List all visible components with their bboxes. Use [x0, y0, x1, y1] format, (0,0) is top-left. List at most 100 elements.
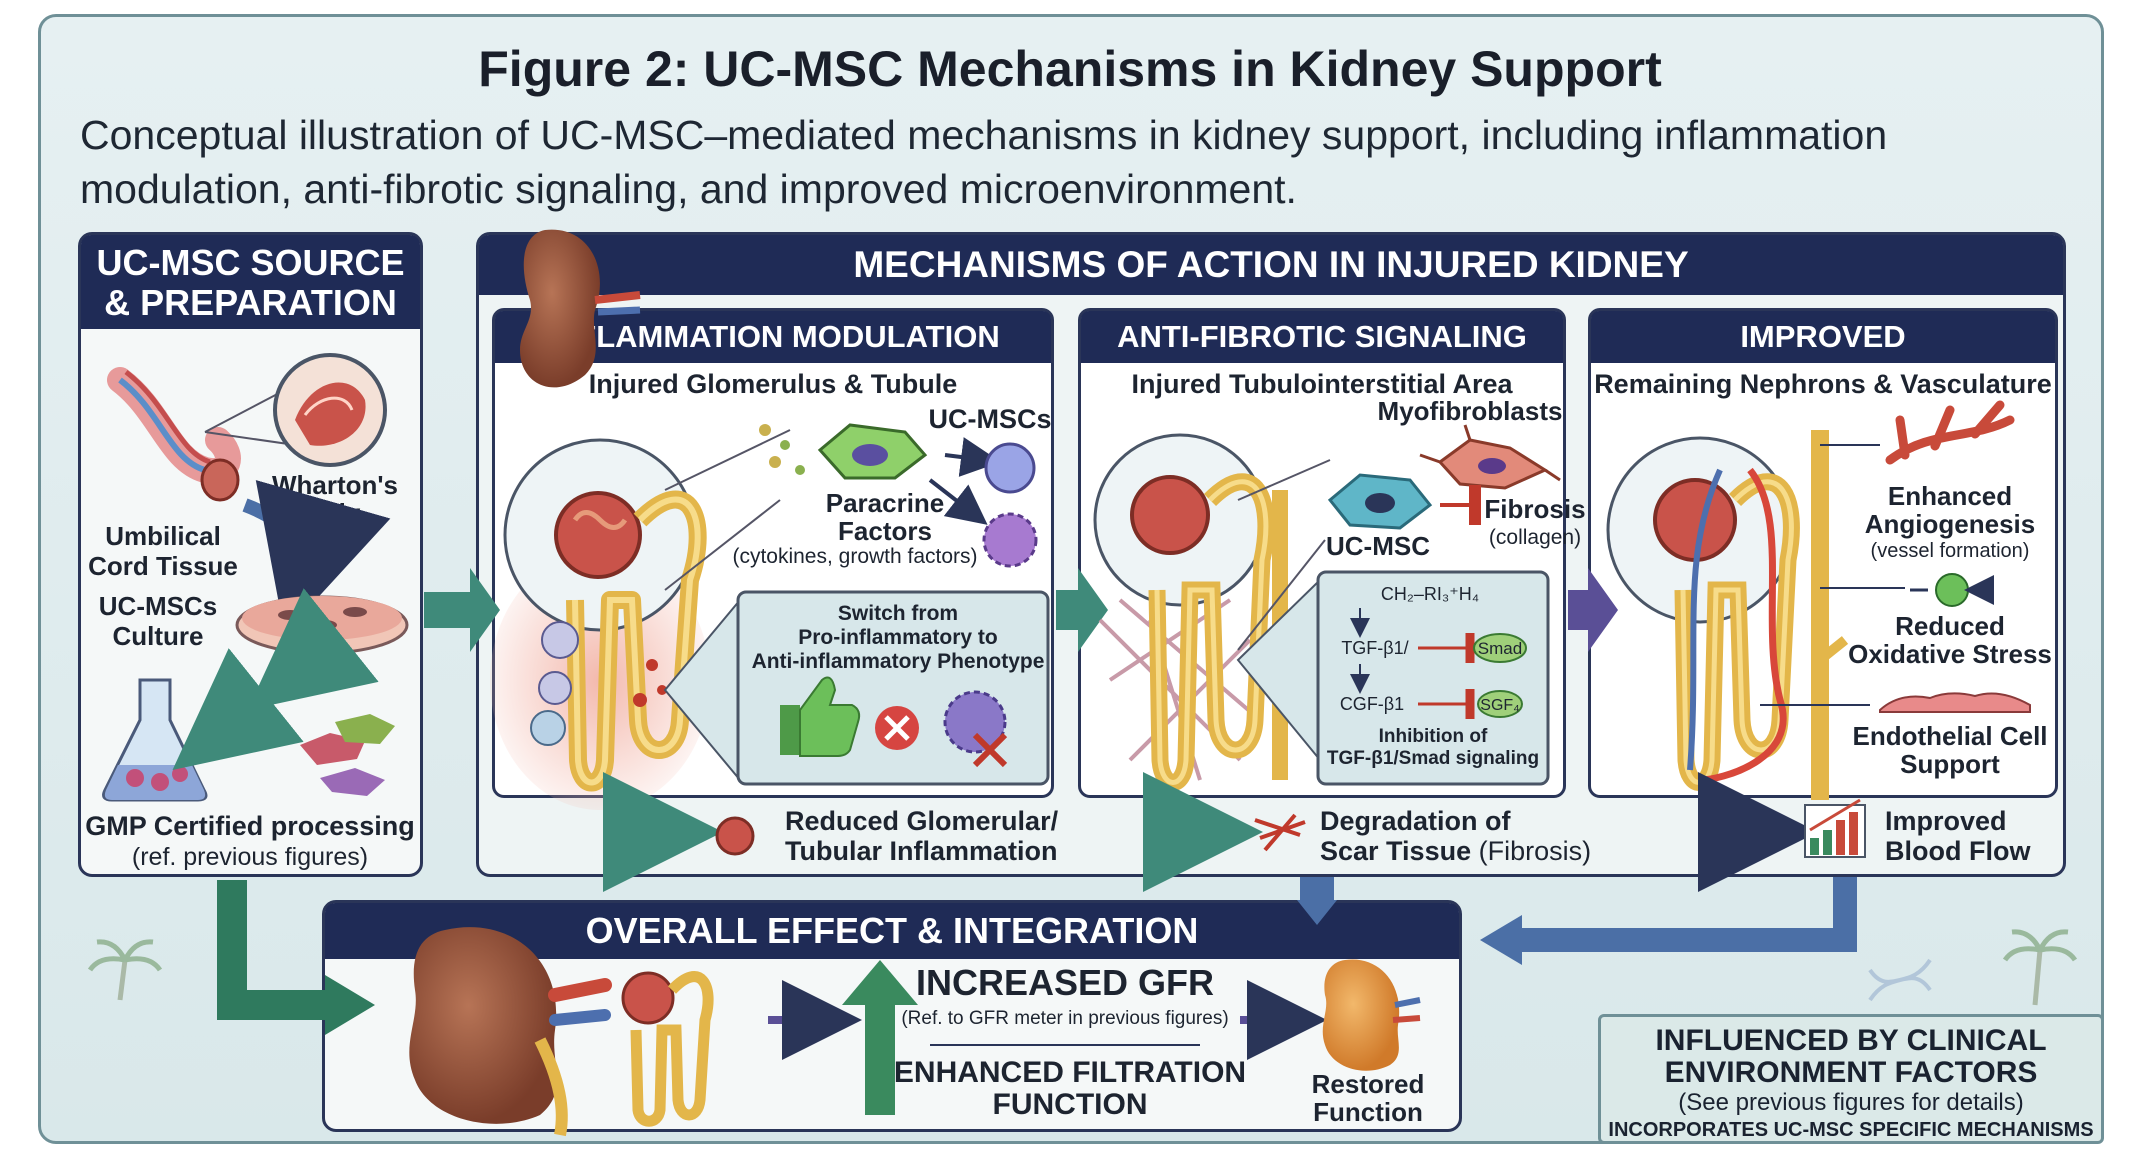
nephron-icon-1 — [503, 438, 707, 792]
degradation-label: Degradation of — [1320, 806, 1512, 836]
inflammation-caption: Injured Glomerulus & Tubule — [588, 369, 958, 399]
pathway-formula: CH₂–RI₃⁺H₄ — [1381, 584, 1479, 604]
antifibrotic-outcome-arrow — [1143, 772, 1263, 892]
gmp-ref-label: (ref. previous figures) — [132, 843, 368, 871]
kidney-header-icon — [520, 229, 641, 388]
flask-icon — [102, 678, 208, 802]
smad-node — [1473, 633, 1527, 663]
zoom-line-2a — [1237, 459, 1331, 501]
immune-cells-icon — [530, 621, 667, 746]
zoom-line-1b — [664, 499, 781, 591]
overall-header: OVERALL EFFECT & INTEGRATION — [325, 903, 1459, 959]
myofibroblasts-label: Myofibroblasts — [1378, 396, 1563, 426]
fibrosis-label: Fibrosis — [1484, 494, 1585, 524]
gfr-label: INCREASED GFR — [916, 962, 1214, 1003]
clinical-line1: INFLUENCED BY CLINICAL — [1655, 1024, 2047, 1057]
clinical-line2: ENVIRONMENT FACTORS — [1664, 1056, 2038, 1089]
sgf-label: SGF₄ — [1480, 697, 1519, 714]
antioxidant-icon — [1910, 574, 1994, 606]
antifibrotic-caption: Injured Tubulointerstitial Area — [1131, 369, 1513, 399]
uc-msc-cell-icon-2 — [1327, 473, 1433, 530]
kidney-large-icon — [409, 927, 612, 1137]
cancel-icon — [875, 706, 919, 750]
collagen-label: (collagen) — [1489, 526, 1581, 549]
msc-to-macrophage-arrow — [928, 478, 988, 525]
micro-to-overall-path — [1520, 877, 1857, 952]
scar-tissue-label: Scar Tissue (Fibrosis) — [1320, 836, 1591, 866]
antifibrotic-header: ANTI-FIBROTIC SIGNALING — [1081, 311, 1563, 363]
clinical-factors-box: INFLUENCED BY CLINICAL ENVIRONMENT FACTO… — [1598, 1014, 2104, 1144]
clinical-line4: INCORPORATES UC-MSC SPECIFIC MECHANISMS — [1608, 1119, 2094, 1141]
nephron-icon-3 — [1606, 430, 1849, 800]
tgf-label: TGF-β1/ — [1341, 638, 1408, 658]
palm-tree-icon-left — [87, 939, 163, 1001]
healthy-kidney-icon — [1322, 959, 1421, 1071]
microenvironment-caption: Remaining Nephrons & Vasculature — [1594, 369, 2052, 399]
source-header: UC-MSC SOURCE & PREPARATION — [81, 235, 420, 329]
antifibrotic-to-micro-arrow — [1568, 568, 1618, 652]
inactive-macrophage-icon — [943, 690, 1008, 768]
umbilical-cord-icon — [107, 367, 241, 502]
ucmscs-label: UC-MSCs — [928, 404, 1051, 434]
myofibroblast-icon — [1419, 424, 1561, 490]
gmp-label: GMP Certified processing — [85, 811, 415, 841]
whartons-jelly-magnifier-icon — [204, 353, 387, 467]
dna-icon — [1868, 958, 1932, 1002]
scar-tissue-icon — [1254, 813, 1306, 852]
reduced-inflammation-icon — [715, 816, 755, 856]
pathway-box — [1316, 570, 1550, 786]
ucmsc-label-2: UC-MSC — [1326, 531, 1430, 561]
microenvironment-header: IMPROVED MICRORVIRONMENT — [1591, 311, 2055, 406]
whartons-jelly-label: Wharton's — [272, 470, 398, 500]
flask-culture-arrow — [172, 588, 379, 770]
figure-title: Figure 2: UC-MSC Mechanisms in Kidney Su… — [478, 41, 1662, 97]
paracrine-dots-icon — [759, 424, 805, 475]
endothelial-cells-icon — [1879, 692, 2031, 713]
inflammation-outcome-label: Reduced Glomerular/Tubular Inflammation — [785, 806, 1059, 866]
figure-subtitle: Conceptual illustration of UC-MSC–mediat… — [80, 112, 1888, 212]
mech-to-overall-stem — [1300, 877, 1334, 901]
zoom-line-1a — [664, 429, 791, 491]
gfr-ref-label: (Ref. to GFR meter in previous figures) — [901, 1008, 1228, 1029]
gfr-up-arrow-icon — [842, 960, 918, 1115]
vessel-formation-label: (vessel formation) — [1871, 540, 2030, 562]
clinical-line3: (See previous figures for details) — [1678, 1089, 2024, 1116]
blood-vessel-icon — [1885, 400, 2015, 465]
source-header-line1: UC-MSC SOURCE — [96, 242, 405, 283]
cgf-label: CGF-β1 — [1340, 694, 1404, 714]
source-to-mechanisms-arrow — [424, 568, 500, 652]
inflammation-to-antifibrotic-arrow — [1056, 568, 1108, 652]
paracrine-sub-label: (cytokines, growth factors) — [732, 545, 977, 568]
cord-to-culture-arrow — [242, 480, 391, 634]
macrophage-icon — [982, 512, 1038, 568]
smad-label: Smad — [1478, 639, 1522, 658]
source-header-line2: & PREPARATION — [104, 282, 397, 323]
culture-dish-icon — [235, 595, 409, 655]
msc-to-cell-arrow — [944, 437, 1001, 477]
zoom-line-2b — [1237, 539, 1326, 651]
msc-cells-icon — [300, 714, 395, 796]
nephron-icon-4 — [621, 971, 714, 1127]
source-to-overall-path — [217, 880, 330, 1020]
inflammation-outcome-arrow — [603, 772, 723, 892]
sgf-node — [1477, 690, 1523, 718]
target-cell-icon — [984, 442, 1036, 494]
source-to-overall-head — [325, 975, 375, 1035]
palm-tree-icon-right — [2002, 929, 2078, 1006]
micro-to-overall-head — [1480, 915, 1522, 965]
thumbs-up-icon — [780, 676, 861, 757]
micro-outcome-arrow — [1698, 772, 1818, 892]
